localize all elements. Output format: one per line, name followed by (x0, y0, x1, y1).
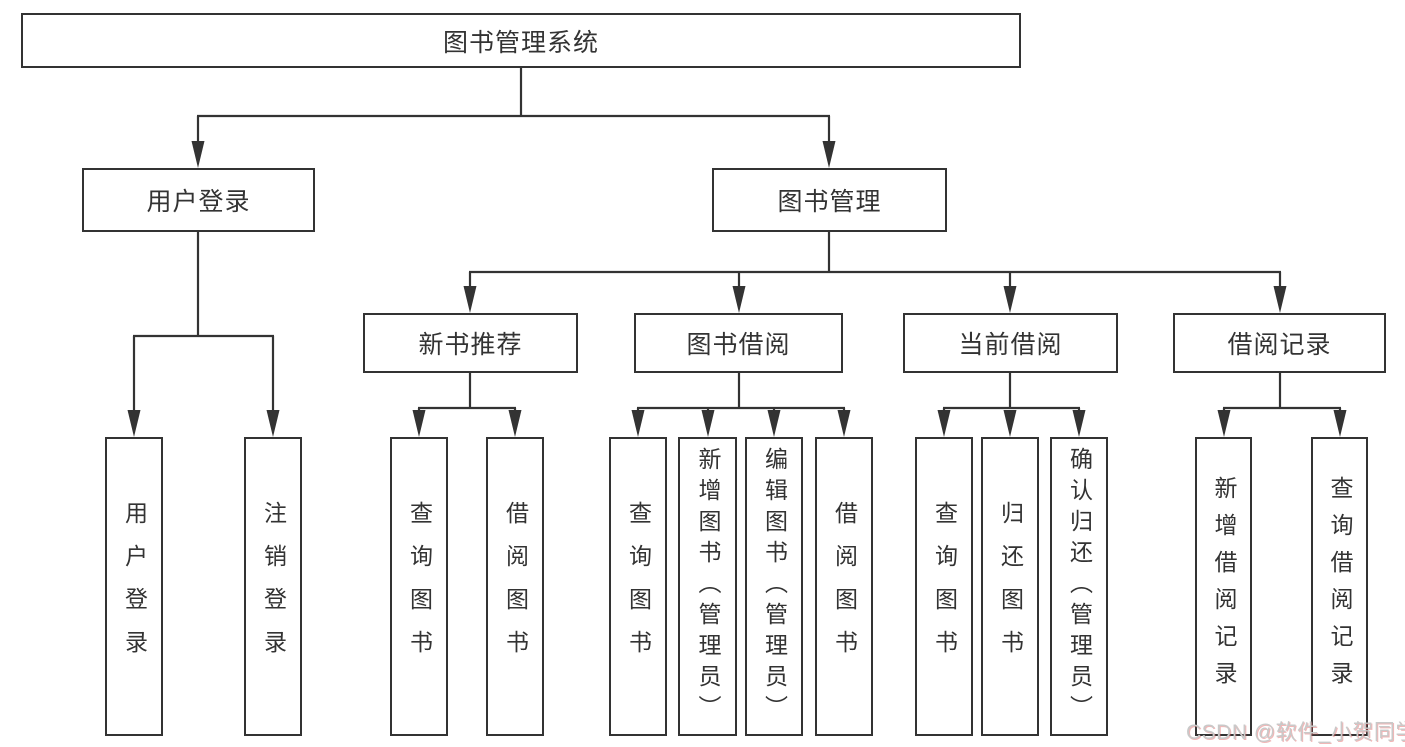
node-book-borrowing: 图书借阅 (634, 313, 843, 373)
arrowhead-icon (1072, 410, 1086, 437)
leaf-return-books: 归还图书 (981, 437, 1039, 736)
connector-borrowing-children (631, 373, 851, 437)
leaf-add-books-admin-label: 新增图书（管理员） (695, 447, 721, 726)
leaf-logout-label: 注销登录 (260, 500, 287, 673)
node-root-label: 图书管理系统 (442, 28, 599, 57)
arrowhead-icon (837, 410, 851, 437)
node-user-login-label: 用户登录 (146, 188, 251, 216)
node-current-borrowing-label: 当前借阅 (958, 331, 1063, 359)
leaf-edit-books-admin: 编辑图书（管理员） (745, 437, 803, 736)
leaf-query-books-newbooks-label: 查询图书 (406, 500, 433, 673)
arrowhead-icon (631, 410, 645, 437)
arrowhead-icon (508, 410, 522, 437)
node-borrowing-records-label: 借阅记录 (1227, 331, 1332, 359)
arrowhead-icon (191, 141, 205, 168)
arrowhead-icon (463, 286, 477, 313)
arrowhead-icon (1273, 286, 1287, 313)
arrowhead-icon (822, 141, 836, 168)
arrowhead-icon (701, 410, 715, 437)
leaf-borrow-books-newbooks: 借阅图书 (486, 437, 544, 736)
leaf-edit-books-admin-label: 编辑图书（管理员） (761, 447, 788, 726)
leaf-query-borrow-record-label: 查询借阅记录 (1327, 475, 1353, 698)
connector-records-children (1217, 373, 1347, 437)
leaf-confirm-return-admin-label: 确认归还（管理员） (1066, 447, 1093, 726)
arrowhead-icon (767, 410, 781, 437)
leaf-query-books-newbooks: 查询图书 (390, 437, 448, 736)
arrowhead-icon (1003, 286, 1017, 313)
leaf-user-login-label: 用户登录 (121, 500, 148, 673)
leaf-return-books-label: 归还图书 (997, 500, 1024, 673)
arrowhead-icon (937, 410, 951, 437)
node-new-book-recommend: 新书推荐 (363, 313, 578, 373)
connector-book-management-children (463, 232, 1287, 313)
node-user-login: 用户登录 (82, 168, 315, 232)
leaf-logout: 注销登录 (244, 437, 302, 736)
node-book-borrowing-label: 图书借阅 (686, 331, 791, 359)
node-new-book-recommend-label: 新书推荐 (418, 331, 523, 359)
arrowhead-icon (266, 410, 280, 437)
connector-root-to-level2 (191, 68, 836, 168)
arrowhead-icon (732, 286, 746, 313)
connector-current-children (937, 373, 1086, 437)
node-root: 图书管理系统 (21, 13, 1021, 68)
node-book-management: 图书管理 (712, 168, 947, 232)
arrowhead-icon (412, 410, 426, 437)
leaf-borrow-books-borrowing-label: 借阅图书 (831, 500, 858, 673)
node-borrowing-records: 借阅记录 (1173, 313, 1386, 373)
arrowhead-icon (127, 410, 141, 437)
leaf-add-borrow-record: 新增借阅记录 (1195, 437, 1252, 736)
leaf-query-books-borrowing-label: 查询图书 (625, 500, 652, 673)
leaf-borrow-books-borrowing: 借阅图书 (815, 437, 873, 736)
node-current-borrowing: 当前借阅 (903, 313, 1118, 373)
arrowhead-icon (1003, 410, 1017, 437)
connector-new-books-children (412, 373, 522, 437)
leaf-confirm-return-admin: 确认归还（管理员） (1050, 437, 1108, 736)
arrowhead-icon (1333, 410, 1347, 437)
arrowhead-icon (1217, 410, 1231, 437)
leaf-add-borrow-record-label: 新增借阅记录 (1211, 475, 1237, 698)
watermark: CSDN @软件_小贺同学 (1186, 721, 1405, 744)
leaf-query-books-current: 查询图书 (915, 437, 973, 736)
node-book-management-label: 图书管理 (777, 188, 882, 216)
leaf-query-books-current-label: 查询图书 (931, 500, 958, 673)
leaf-query-books-borrowing: 查询图书 (609, 437, 667, 736)
connector-user-login-children (127, 232, 280, 437)
leaf-borrow-books-newbooks-label: 借阅图书 (502, 500, 529, 673)
leaf-user-login: 用户登录 (105, 437, 163, 736)
leaf-query-borrow-record: 查询借阅记录 (1311, 437, 1368, 736)
leaf-add-books-admin: 新增图书（管理员） (678, 437, 737, 736)
